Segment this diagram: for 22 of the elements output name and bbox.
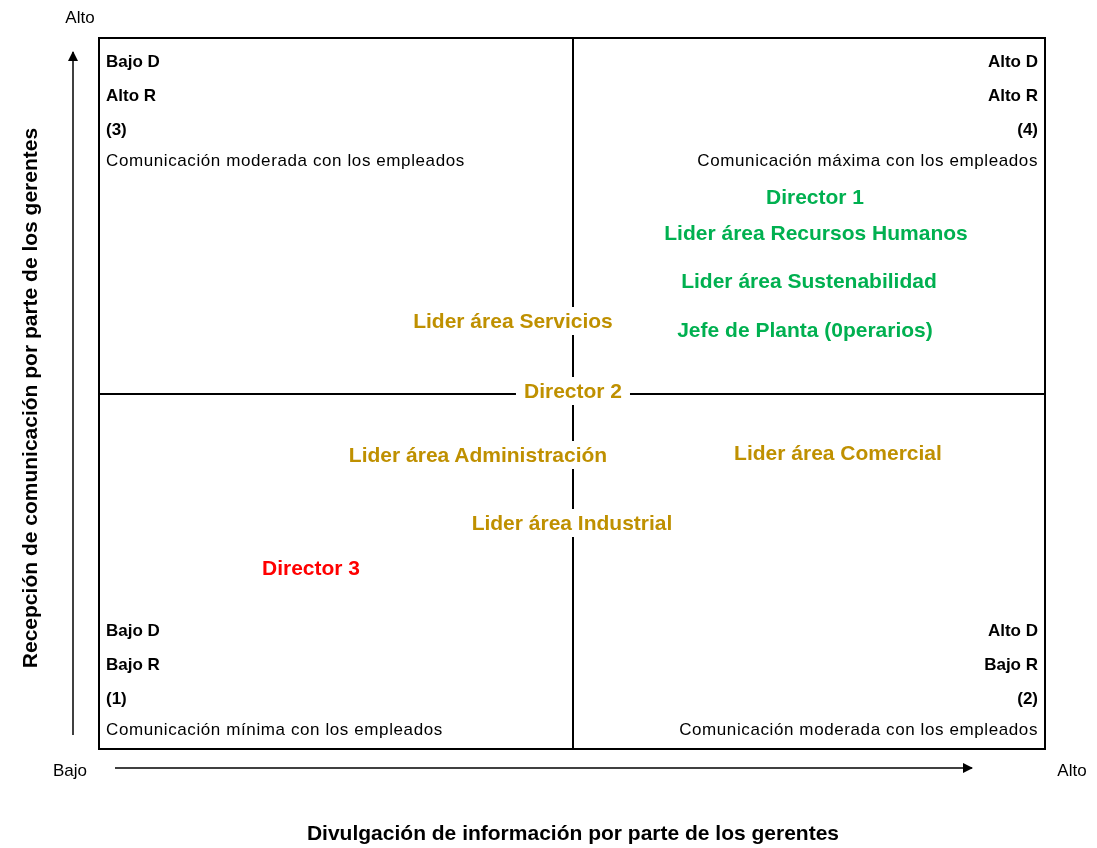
quadrant-heading: Bajo D (106, 51, 160, 73)
quadrant-heading: Alto R (987, 85, 1038, 107)
quadrant-heading: Alto D (987, 51, 1038, 73)
axis-title: Recepción de comunicación por parte de los gerentes (18, 127, 42, 669)
quadrant-description: Comunicación máxima con los empleados (697, 150, 1038, 172)
quadrant-heading: Bajo D (106, 620, 160, 642)
quadrant-heading: (2) (1017, 688, 1038, 710)
quadrant-heading: (1) (106, 688, 127, 710)
quadrant-heading: (4) (1017, 119, 1038, 141)
quadrant-heading: Alto D (987, 620, 1038, 642)
placement-label: Director 2 (516, 377, 630, 405)
quadrant-description: Comunicación moderada con los empleados (106, 150, 465, 172)
quadrant-description: Comunicación moderada con los empleados (679, 719, 1038, 741)
quadrant-heading: Bajo R (984, 654, 1038, 676)
axis-tick-label: Alto (1057, 761, 1087, 781)
quadrant-heading: Alto R (106, 85, 157, 107)
quadrant-description: Comunicación mínima con los empleados (106, 719, 443, 741)
axis-tick-label: Bajo (53, 761, 87, 781)
axis-tick-label: Alto (65, 8, 95, 28)
quadrant-heading: Bajo R (106, 654, 160, 676)
axis-title: Divulgación de información por parte de los gerentes (306, 821, 840, 845)
quadrant-heading: (3) (106, 119, 127, 141)
